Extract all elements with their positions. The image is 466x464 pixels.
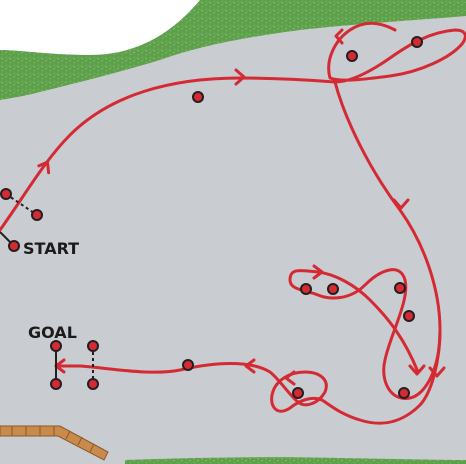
waypoint-cone (394, 282, 406, 294)
start-gate-dot (31, 209, 43, 221)
waypoint-cone (346, 50, 358, 62)
waypoints (182, 36, 423, 399)
sky-area (0, 0, 200, 55)
start-gate-dot (0, 188, 12, 200)
arrow-icon (234, 68, 246, 86)
fence (0, 425, 109, 461)
arrow-icon (408, 364, 426, 376)
arrow-icon (392, 198, 410, 210)
waypoint-cone (300, 283, 312, 295)
waypoint-cone (192, 91, 204, 103)
goal-gate-dot (87, 340, 99, 352)
arrow-icon (284, 370, 296, 386)
goal-gate (50, 340, 99, 390)
goal-marker (50, 340, 62, 352)
goal-gate-dot (87, 378, 99, 390)
arrow-icon (37, 160, 51, 175)
goal-label: GOAL (28, 323, 77, 342)
start-marker (8, 240, 20, 252)
arrow-icon (312, 264, 324, 280)
arrow-icon (334, 28, 344, 45)
waypoint-cone (403, 310, 415, 322)
arrow-icon (428, 366, 446, 378)
arrow-icon (244, 358, 256, 374)
start-gate (0, 188, 43, 252)
start-label: START (23, 239, 79, 258)
waypoint-cone (292, 387, 304, 399)
waypoint-cone (182, 359, 194, 371)
route (0, 21, 466, 425)
waypoint-cone (398, 387, 410, 399)
waypoint-cone (327, 283, 339, 295)
grass-bottom (125, 457, 466, 464)
waypoint-cone (411, 36, 423, 48)
goal-marker (50, 378, 62, 390)
grass-top (0, 0, 466, 100)
